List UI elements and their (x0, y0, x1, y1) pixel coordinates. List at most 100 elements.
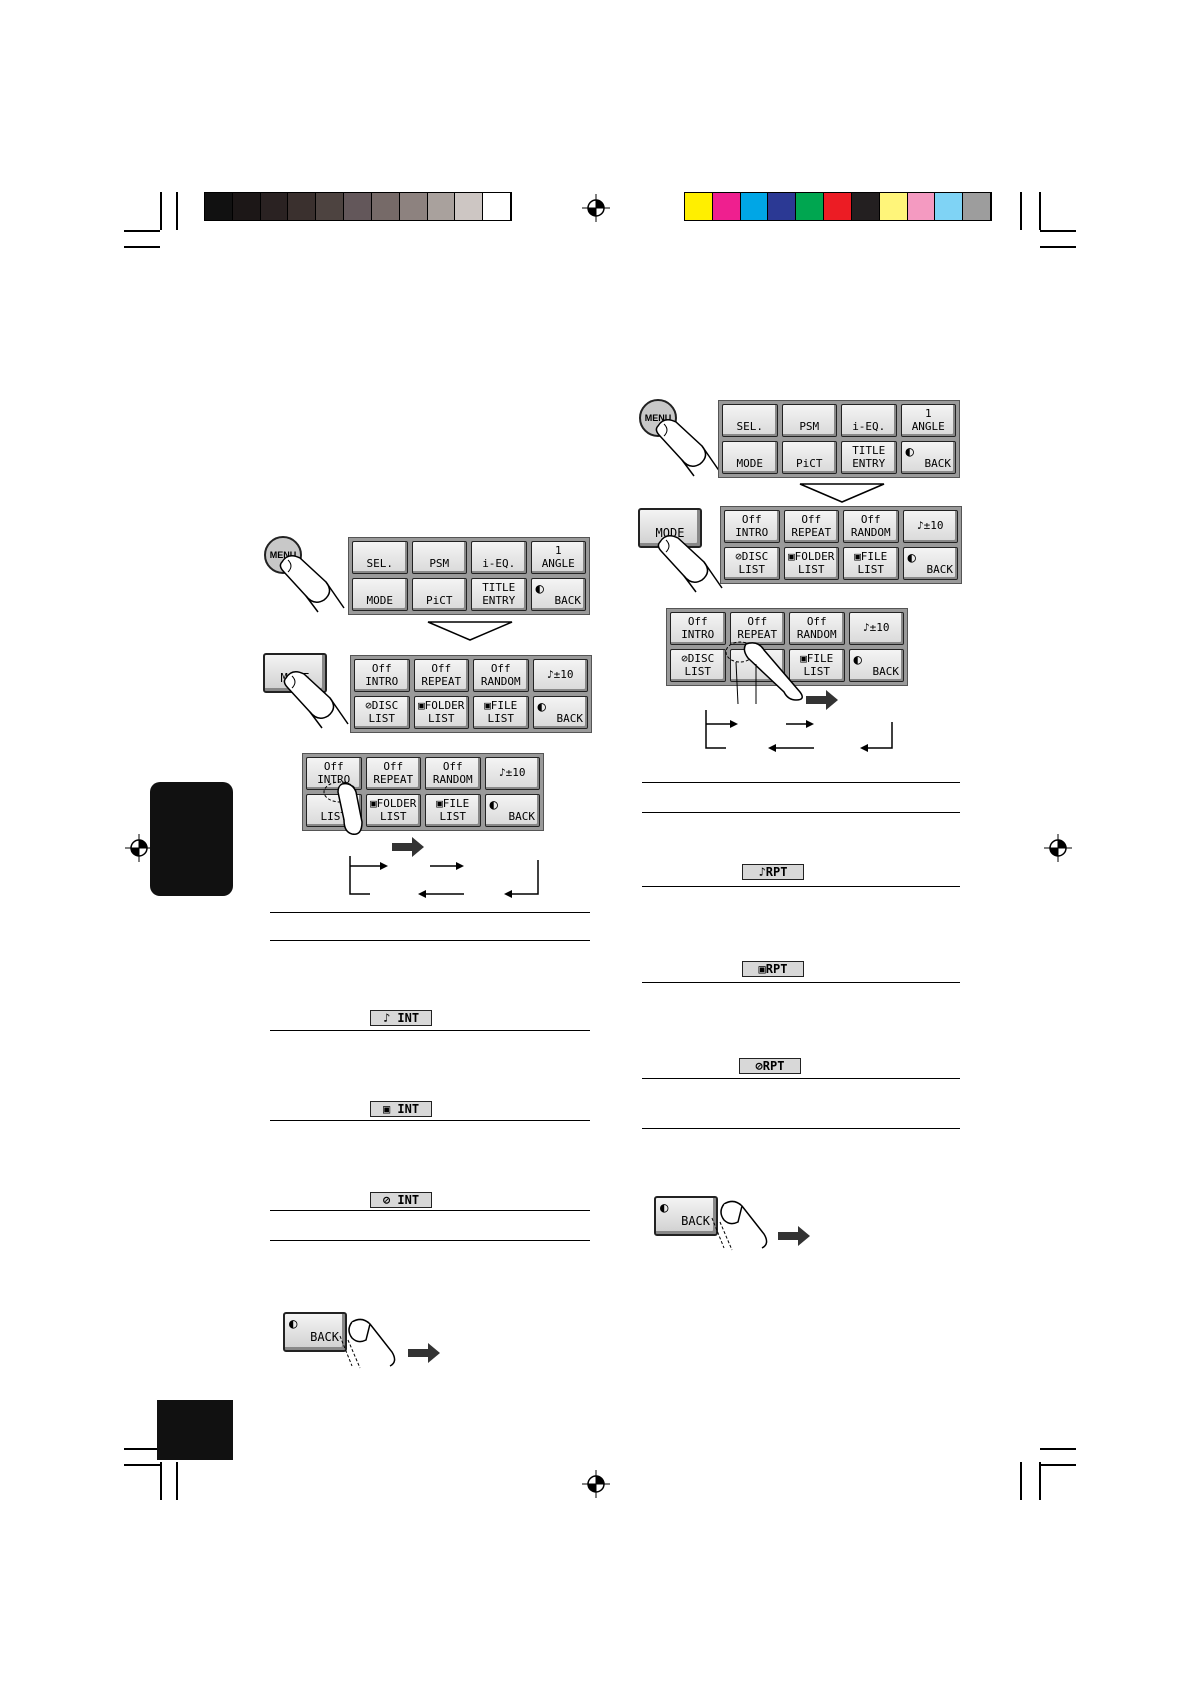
skip-label: ♪±10 (904, 519, 958, 532)
angle-label: ANGLE (532, 557, 586, 570)
psm-label: PSM (783, 420, 837, 433)
crop-mark (1020, 192, 1022, 230)
color-swatch (685, 193, 713, 220)
sel-button[interactable]: SEL. (352, 541, 408, 574)
table-rule (270, 1030, 590, 1031)
off-label: Off (671, 615, 725, 628)
skip-10-button[interactable]: ♪±10 (903, 510, 959, 543)
ieq-label: i-EQ. (472, 557, 526, 570)
finger-press-icon (712, 1198, 782, 1258)
back-button-label: BACK (681, 1214, 710, 1228)
back-button[interactable]: ◐ BACK (654, 1196, 718, 1236)
ieq-button[interactable]: i-EQ. (471, 541, 527, 574)
list-label: LIST (426, 810, 480, 823)
track-intro-indicator: ♪ INT (370, 1010, 432, 1026)
psm-button[interactable]: PSM (412, 541, 468, 574)
table-rule (270, 1120, 590, 1121)
intro-label: INTRO (671, 628, 725, 641)
sel-button[interactable]: SEL. (722, 404, 778, 437)
gray-swatch (372, 193, 400, 220)
list-label: LIST (415, 712, 469, 725)
gray-swatch (400, 193, 428, 220)
registration-mark-icon (1044, 834, 1072, 862)
finger-press-icon (340, 1316, 410, 1376)
gray-swatch (428, 193, 456, 220)
back-button[interactable]: ◐BACK (283, 1312, 347, 1352)
pict-button[interactable]: PiCT (412, 578, 468, 611)
back-button[interactable]: ◐BACK (531, 578, 587, 611)
mode-label: MODE (723, 457, 777, 470)
gray-swatch (483, 193, 511, 220)
table-rule (270, 1210, 590, 1211)
pict-button[interactable]: PiCT (782, 441, 838, 474)
gray-swatch (344, 193, 372, 220)
psm-button[interactable]: PSM (782, 404, 838, 437)
crop-mark (160, 192, 162, 230)
color-swatch (713, 193, 741, 220)
finger-press-icon (654, 416, 724, 476)
list-label: LIST (474, 712, 528, 725)
off-label: Off (785, 513, 839, 526)
off-label: Off (731, 615, 785, 628)
color-swatch (741, 193, 769, 220)
title-label: TITLE (842, 444, 896, 457)
ieq-label: i-EQ. (842, 420, 896, 433)
gray-swatch (316, 193, 344, 220)
finger-press-icon (322, 782, 392, 842)
back-button-label: BACK (310, 1330, 339, 1344)
back-button[interactable]: ◐BACK (901, 441, 957, 474)
list-label: LIST (355, 712, 409, 725)
table-rule (270, 912, 590, 913)
mode-menu-button[interactable]: MODE (352, 578, 408, 611)
crop-mark (176, 1462, 178, 1500)
color-calibration-bar (684, 192, 992, 221)
back-button[interactable]: ◐BACK (485, 794, 541, 827)
gray-swatch (205, 193, 233, 220)
back-button[interactable]: ◐BACK (849, 649, 905, 682)
language-tab (150, 782, 233, 896)
skip-10-button[interactable]: ♪±10 (485, 757, 541, 790)
back-icon: ◐ (908, 551, 916, 565)
registration-mark-icon (582, 194, 610, 222)
skip-10-button[interactable]: ♪±10 (533, 659, 589, 692)
back-icon: ◐ (536, 582, 544, 596)
gray-swatch (233, 193, 261, 220)
skip-10-button[interactable]: ♪±10 (849, 612, 905, 645)
table-rule (642, 982, 960, 983)
skip-label: ♪±10 (850, 621, 904, 634)
folder-label: ▣FOLDER (415, 699, 469, 712)
ieq-button[interactable]: i-EQ. (841, 404, 897, 437)
disc-label: ⊘DISC (725, 550, 779, 563)
right-arrow-icon (392, 837, 424, 857)
off-label: Off (725, 513, 779, 526)
off-label: Off (790, 615, 844, 628)
page-number-box (157, 1400, 233, 1460)
skip-label: ♪±10 (486, 766, 540, 779)
back-button[interactable]: ◐BACK (533, 696, 589, 729)
mode-menu-button[interactable]: MODE (722, 441, 778, 474)
finger-press-icon (656, 532, 726, 592)
back-icon: ◐ (660, 1200, 668, 1216)
skip-label: ♪±10 (534, 668, 588, 681)
back-button[interactable]: ◐BACK (903, 547, 959, 580)
